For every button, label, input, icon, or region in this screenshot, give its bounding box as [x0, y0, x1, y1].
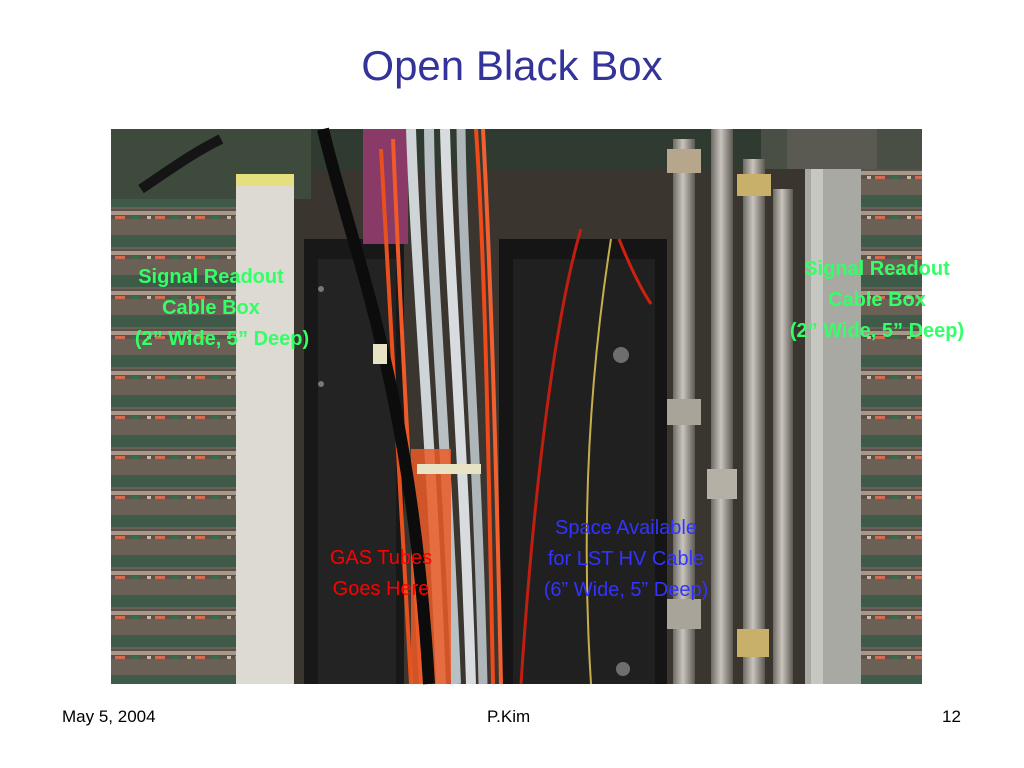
label-line: GAS Tubes [329, 547, 433, 569]
label-line: Cable Box [828, 289, 926, 311]
label-line: for LST HV Cable [547, 548, 705, 570]
label-line: (2” Wide, 5” Deep) [134, 328, 310, 350]
space-available-label: Space Available for LST HV Cable (6” Wid… [511, 513, 741, 606]
label-line: (2” Wide, 5” Deep) [789, 320, 965, 342]
signal-readout-label-right: Signal Readout Cable Box (2” Wide, 5” De… [766, 254, 1006, 347]
label-line: Goes Here [332, 578, 430, 600]
footer-page-number: 12 [942, 707, 961, 726]
black-box-photo: Signal Readout Cable Box (2” Wide, 5” De… [111, 127, 964, 685]
footer-author: P.Kim [487, 707, 531, 726]
footer-date: May 5, 2004 [62, 707, 156, 726]
label-line: (6” Wide, 5” Deep) [543, 579, 709, 601]
gas-tubes-label: GAS Tubes Goes Here [301, 543, 461, 605]
label-line: Space Available [555, 517, 697, 539]
label-line: Signal Readout [804, 258, 950, 280]
photo-illustration [111, 127, 922, 685]
slide-title: Open Black Box [361, 42, 663, 89]
label-line: Signal Readout [138, 266, 284, 288]
label-line: Cable Box [162, 297, 260, 319]
signal-readout-label-left: Signal Readout Cable Box (2” Wide, 5” De… [101, 262, 321, 355]
